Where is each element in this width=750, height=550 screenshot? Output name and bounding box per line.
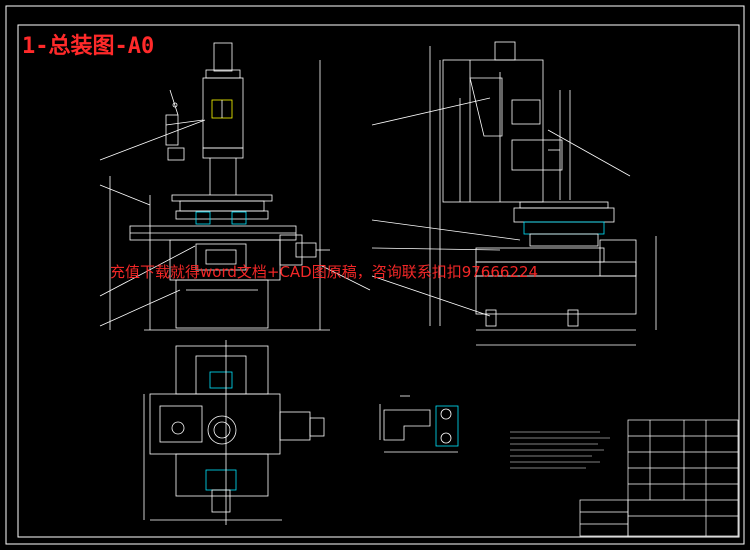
front-view <box>99 42 371 331</box>
technical-notes <box>510 431 610 469</box>
detail-view <box>379 395 459 453</box>
title-block <box>579 419 739 537</box>
top-view <box>143 340 325 525</box>
drawing-title: 1-总装图-A0 <box>22 34 155 59</box>
side-view <box>371 41 657 346</box>
sheet-inner-frame <box>17 24 740 538</box>
sheet-outer-border <box>5 5 745 545</box>
watermark-text: 充值下载就得word文档+CAD图原稿，咨询联系扣扣97666224 <box>110 263 539 281</box>
